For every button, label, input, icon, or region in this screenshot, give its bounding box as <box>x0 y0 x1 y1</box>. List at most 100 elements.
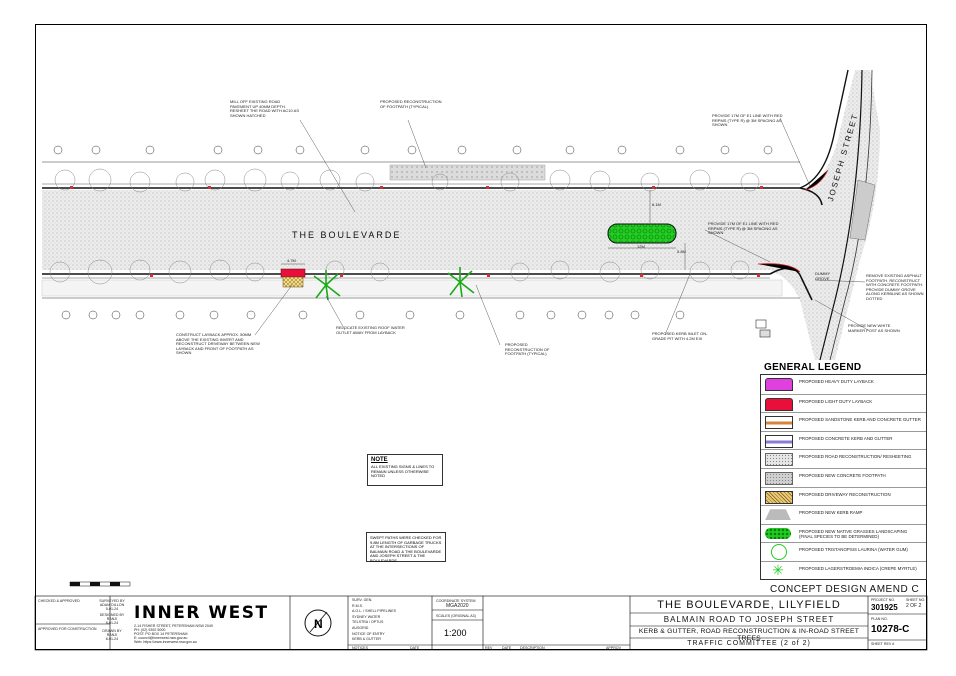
note-e1-mid: PROVIDE 17m OF E1 LINE WITH RED RRPMS (T… <box>708 221 779 236</box>
road-name-boulevarde: THE BOULEVARDE <box>292 230 402 240</box>
legend-row: PROPOSED HEAVY DUTY LAYBACK <box>761 375 926 393</box>
legend-label: PROPOSED NEW KERB RAMP <box>799 510 863 516</box>
legend-swatch <box>765 434 793 448</box>
note-dummy-grove: DUMMY GROVE <box>815 271 831 281</box>
tb-plan-label: PLAN No. <box>871 617 888 621</box>
service-item: SYDNEY WATER <box>352 614 381 619</box>
dim-5-8m: 5.8m <box>677 249 686 254</box>
service-item: SURV. GEN. <box>352 598 373 602</box>
tb-survey-date: 5-01-24 <box>105 607 119 611</box>
e1-lines <box>757 169 829 273</box>
legend-title: GENERAL LEGEND <box>764 362 862 373</box>
drawing-title-2: BALMAIN ROAD TO JOSEPH STREET <box>663 615 835 624</box>
tb-approved-construction: APPROVED FOR CONSTRUCTION <box>38 627 97 631</box>
trees-south <box>49 259 750 285</box>
note-footpath-bottom: PROPOSED RECONSTRUCTION OF FOOTPATH (TYP… <box>505 342 550 357</box>
tb-email: E: council@innerwest.nsw.gov.au <box>134 636 188 640</box>
lot-markers-north <box>53 145 773 155</box>
legend-label: PROPOSED SANDSTONE KERB AND CONCRETE GUT… <box>799 417 921 423</box>
tb-designed-by: DESIGNED BY <box>99 613 125 617</box>
tb-surveyor: ADAM DILLON <box>99 603 125 607</box>
dimension-lines <box>281 190 686 270</box>
legend-swatch <box>765 527 791 539</box>
service-item: A.G.L. / SHELL PIPELINES <box>352 609 397 614</box>
legend-row: PROPOSED NEW KERB RAMP <box>761 505 926 524</box>
legend-swatch <box>765 453 793 467</box>
tb-phone: Ph: (02) 9392 5000 <box>134 628 166 632</box>
dim-6-1m: 6.1m <box>652 202 661 207</box>
white-marker-post <box>755 319 767 329</box>
legend-row: PROPOSED TRISTANOPSIS LAURINA (WATER GUM… <box>761 542 926 561</box>
footpath-south <box>41 279 783 297</box>
native-grasses-island <box>607 223 677 244</box>
tb-drawn-by: DRAWN BY <box>102 629 122 633</box>
general-note-box: NOTE ALL EXISTING SIGNS & LINES TO REMAI… <box>367 454 443 486</box>
legend-label: PROPOSED CONCRETE KERB AND GUTTER <box>799 435 893 441</box>
tb-drawn-date: 8-01-24 <box>105 637 119 641</box>
note-kerb-inlet: PROPOSED KERB INLET ON-GRADE PIT WITH 4.… <box>652 331 708 341</box>
sign-posts <box>70 186 763 277</box>
tb-scales-label: SCALES (ORIGINAL A3) <box>436 614 476 618</box>
note-mill-off: MILL OFF EXISTING ROAD PAVEMENT UP 40mm … <box>230 99 299 118</box>
legend-row: PROPOSED DRIVEWAY RECONSTRUCTION <box>761 486 926 506</box>
tb-web: Web: https://www.innerwest.nsw.gov.au <box>134 640 197 644</box>
road-resheet-area <box>42 190 802 270</box>
drawing-title-1: THE BOULEVARDE, LILYFIELD <box>657 599 841 611</box>
legend-swatch <box>765 378 793 391</box>
service-item: AUSGRID <box>352 626 369 630</box>
legend-row: PROPOSED ROAD RECONSTRUCTION/ RESHEETING <box>761 449 926 468</box>
north-label: N <box>314 617 323 631</box>
legend-label: PROPOSED TRISTANOPSIS LAURINA (WATER GUM… <box>799 547 908 553</box>
tb-design-date: 8-01-24 <box>105 621 119 625</box>
tb-surveyed-by: SURVEYED BY <box>99 599 125 603</box>
note-layback: CONSTRUCT LAYBACK APPROX. 50mm ABOVE THE… <box>176 332 260 356</box>
legend-swatch <box>765 472 793 485</box>
tb-notices: NOTICES <box>352 646 368 650</box>
drawing-title-3: KERB & GUTTER, ROAD RECONSTRUCTION & IN-… <box>638 628 860 642</box>
legend-row: PROPOSED CONCRETE KERB AND GUTTER <box>761 430 926 450</box>
swept-path-note: SWEPT PATHS WERE CHECKED FOR 9.8m LENGTH… <box>366 532 446 563</box>
service-item: TELSTRA / OPTUS <box>352 620 384 625</box>
drawing-sheet <box>35 24 927 650</box>
tb-project-label: PROJECT No. <box>871 598 896 602</box>
tb-description: DESCRIPTION <box>520 646 545 650</box>
legend-swatch <box>771 544 787 561</box>
service-item: KERB & GUTTER <box>352 637 381 642</box>
note-white-marker: PROVIDE NEW WHITE MARKER POST AS SHOWN <box>848 323 900 333</box>
tb-project-no: 301925 <box>871 603 898 612</box>
legend-swatch <box>765 416 793 430</box>
tb-rev-date: DATE <box>502 646 512 650</box>
tb-designer: RANJI <box>106 617 118 621</box>
lot-markers-south <box>61 310 685 320</box>
legend-swatch <box>765 509 791 521</box>
amend-label: CONCEPT DESIGN AMEND C <box>770 584 920 595</box>
tb-scale: 1:200 <box>444 628 467 638</box>
dim-12m: 12m <box>637 244 645 249</box>
tb-address: 2-14 FISHER STREET, PETERSHAM NSW 2049 <box>134 624 213 628</box>
tb-sheet-label: SHEET No. <box>906 598 926 602</box>
tb-drawer: RANJI <box>106 633 118 637</box>
note-body: ALL EXISTING SIGNS & LINES TO REMAIN UNL… <box>371 464 435 479</box>
tb-approv: APPROV <box>606 646 621 650</box>
legend-row: PROPOSED NEW CONCRETE FOOTPATH <box>761 468 926 487</box>
note-remove-asphalt: REMOVE EXISTING ASPHALT FOOTPATH. RECONS… <box>866 273 924 301</box>
title-block-lines <box>34 595 928 651</box>
driveway-reconstruction <box>282 276 304 288</box>
drawing-title-4: TRAFFIC COMMITTEE (2 of 2) <box>687 640 811 647</box>
tb-coord-label: COORDINATE SYSTEM <box>436 599 476 603</box>
note-relocate-roof: RELOCATE EXISTING ROOF WATER OUTLET AWAY… <box>336 325 405 335</box>
tb-date: DATE <box>410 646 420 650</box>
legend-label: PROPOSED HEAVY DUTY LAYBACK <box>799 379 874 384</box>
legend-swatch <box>765 397 793 411</box>
legend-row: ✳PROPOSED LAGERSTROEMIA INDICA (CREPE MY… <box>761 561 926 580</box>
legend-row: PROPOSED LIGHT DUTY LAYBACK <box>761 393 926 413</box>
legend-label: PROPOSED DRIVEWAY RECONSTRUCTION <box>799 491 891 497</box>
tb-sheet-no: 2 of 2 <box>906 603 922 609</box>
tb-coord: MGA2020 <box>446 603 469 609</box>
legend-swatch: ✳ <box>772 562 784 578</box>
tb-rev: REV <box>485 646 493 650</box>
joseph-street-road <box>770 70 880 360</box>
tb-checked: CHECKED & APPROVED <box>38 599 80 603</box>
leader-lines <box>254 117 869 346</box>
legend-row: PROPOSED NEW NATIVE GRASSES LANDSCAPING … <box>761 523 926 543</box>
